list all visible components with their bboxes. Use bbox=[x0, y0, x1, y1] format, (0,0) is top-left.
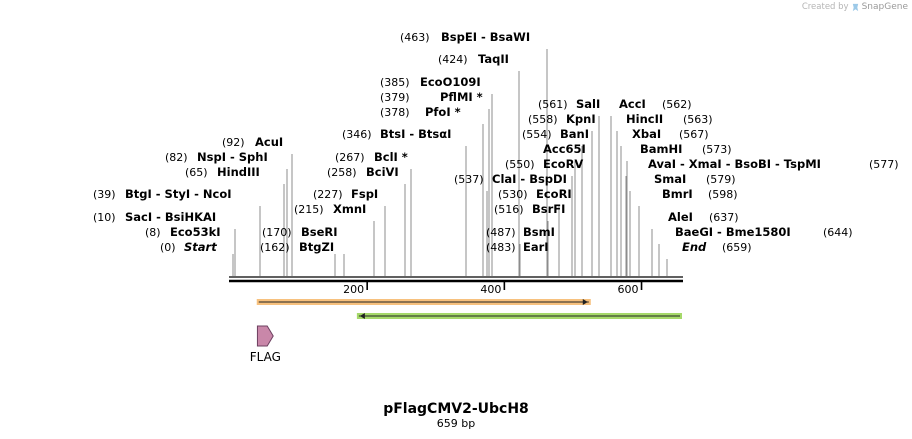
site-name-xmni: XmnI bbox=[333, 202, 366, 216]
site-position-eari: (483) bbox=[486, 241, 516, 254]
site-name-end: End bbox=[682, 240, 707, 254]
site-position-hincii: (563) bbox=[683, 113, 713, 126]
site-position-end: (659) bbox=[722, 241, 752, 254]
site-position-bspei: (463) bbox=[400, 31, 430, 44]
site-position-clai: (537) bbox=[454, 173, 484, 186]
site-name-taqii: TaqII bbox=[478, 52, 509, 66]
site-position-acui: (92) bbox=[222, 136, 245, 149]
map-length: 659 bp bbox=[437, 417, 475, 430]
site-name-btsi: BtsI - BtsαI bbox=[380, 127, 451, 141]
site-position-bsrfi: (516) bbox=[494, 203, 524, 216]
tick-label-400: 400 bbox=[480, 283, 501, 296]
site-position-btgi: (39) bbox=[93, 188, 116, 201]
site-name-eari: EarI bbox=[523, 240, 549, 254]
site-name-xbai: XbaI bbox=[632, 127, 661, 141]
site-name-baegi: BaeGI - Bme1580I bbox=[675, 225, 791, 239]
site-name-bmri: BmrI bbox=[662, 187, 693, 201]
site-name-bcli: BclI * bbox=[374, 150, 408, 164]
site-name-bsmi: BsmI bbox=[523, 225, 555, 239]
site-name-hindiii: HindIII bbox=[217, 165, 260, 179]
feature-flag-label: FLAG bbox=[250, 350, 281, 364]
site-name-bamhi: BamHI bbox=[640, 142, 682, 156]
site-name-start: Start bbox=[184, 240, 217, 254]
site-name-smai: SmaI bbox=[654, 172, 686, 186]
site-name-acc65i: Acc65I bbox=[543, 142, 586, 156]
site-position-btgzi: (162) bbox=[260, 241, 290, 254]
site-name-ecori: EcoRI bbox=[536, 187, 572, 201]
site-name-eco53ki: Eco53kI bbox=[170, 225, 221, 239]
site-name-sali: SalI bbox=[576, 97, 600, 111]
site-position-eco53ki: (8) bbox=[145, 226, 161, 239]
site-name-hincii: HincII bbox=[626, 112, 663, 126]
backbone bbox=[229, 276, 683, 283]
site-name-ecoo109i: EcoO109I bbox=[420, 75, 481, 89]
site-name-avai: AvaI - XmaI - BsoBI - TspMI bbox=[648, 157, 821, 171]
site-position-taqii: (424) bbox=[438, 53, 468, 66]
tick-label-600: 600 bbox=[618, 283, 639, 296]
site-position-alei: (637) bbox=[709, 211, 739, 224]
site-position-saci: (10) bbox=[93, 211, 116, 224]
site-position-bcli: (267) bbox=[335, 151, 365, 164]
site-name-acui: AcuI bbox=[255, 135, 283, 149]
site-leader-lines bbox=[232, 49, 668, 276]
site-position-start: (0) bbox=[160, 241, 176, 254]
site-position-fspi: (227) bbox=[313, 188, 343, 201]
site-position-nspi: (82) bbox=[165, 151, 188, 164]
site-name-acci: AccI bbox=[619, 97, 646, 111]
site-position-acci: (562) bbox=[662, 98, 692, 111]
feature-flag-arrow bbox=[256, 325, 274, 347]
site-position-bmri: (598) bbox=[708, 188, 738, 201]
site-name-btgzi: BtgZI bbox=[299, 240, 334, 254]
site-name-bcivi: BciVI bbox=[366, 165, 399, 179]
snapgene-logo-icon bbox=[852, 3, 858, 11]
map-title: pFlagCMV2-UbcH8 bbox=[383, 401, 529, 417]
site-name-pflmi: PflMI * bbox=[440, 90, 483, 104]
site-position-bani: (554) bbox=[522, 128, 552, 141]
tick-label-200: 200 bbox=[343, 283, 364, 296]
site-name-ecorv: EcoRV bbox=[543, 157, 583, 171]
site-position-pflmi: (379) bbox=[380, 91, 410, 104]
site-position-ecori: (530) bbox=[498, 188, 528, 201]
site-position-bamhi: (573) bbox=[702, 143, 732, 156]
site-name-clai: ClaI - BspDI bbox=[492, 172, 567, 186]
site-position-sali: (561) bbox=[538, 98, 568, 111]
site-position-ecoo109i: (385) bbox=[380, 76, 410, 89]
site-position-baegi: (644) bbox=[823, 226, 853, 239]
site-position-smai: (579) bbox=[706, 173, 736, 186]
site-name-btgi: BtgI - StyI - NcoI bbox=[125, 187, 232, 201]
site-name-kpni: KpnI bbox=[566, 112, 596, 126]
site-position-ecorv: (550) bbox=[505, 158, 535, 171]
credit-brand: SnapGene bbox=[861, 2, 908, 12]
site-position-bsmi: (487) bbox=[486, 226, 516, 239]
site-position-avai: (577) bbox=[869, 158, 899, 171]
site-position-bseri: (170) bbox=[262, 226, 292, 239]
site-name-saci: SacI - BsiHKAI bbox=[125, 210, 216, 224]
site-name-bsrfi: BsrFI bbox=[532, 202, 565, 216]
site-position-xmni: (215) bbox=[294, 203, 324, 216]
site-name-bseri: BseRI bbox=[301, 225, 338, 239]
site-labels: (0) Start (8) Eco53kI (10) SacI - BsiHKAI (39)… bbox=[93, 30, 899, 254]
site-name-pfoi: PfoI * bbox=[425, 105, 461, 119]
site-position-bcivi: (258) bbox=[327, 166, 357, 179]
site-name-fspi: FspI bbox=[351, 187, 378, 201]
site-name-bspei: BspEI - BsaWI bbox=[441, 30, 530, 44]
features: FLAG bbox=[250, 299, 682, 364]
feature-arrowhead-0 bbox=[582, 299, 588, 305]
site-name-bani: BanI bbox=[560, 127, 589, 141]
site-name-alei: AleI bbox=[668, 210, 693, 224]
site-position-hindiii: (65) bbox=[185, 166, 208, 179]
credit-text: Created by bbox=[801, 2, 849, 12]
site-position-pfoi: (378) bbox=[380, 106, 410, 119]
site-position-xbai: (567) bbox=[679, 128, 709, 141]
feature-arrowhead-1 bbox=[359, 313, 365, 319]
snapgene-credit: Created by SnapGene bbox=[802, 2, 908, 12]
ruler-ticks: 200 400 600 bbox=[343, 282, 643, 296]
site-name-nspi: NspI - SphI bbox=[197, 150, 268, 164]
site-position-btsi: (346) bbox=[342, 128, 372, 141]
site-position-kpni: (558) bbox=[528, 113, 558, 126]
